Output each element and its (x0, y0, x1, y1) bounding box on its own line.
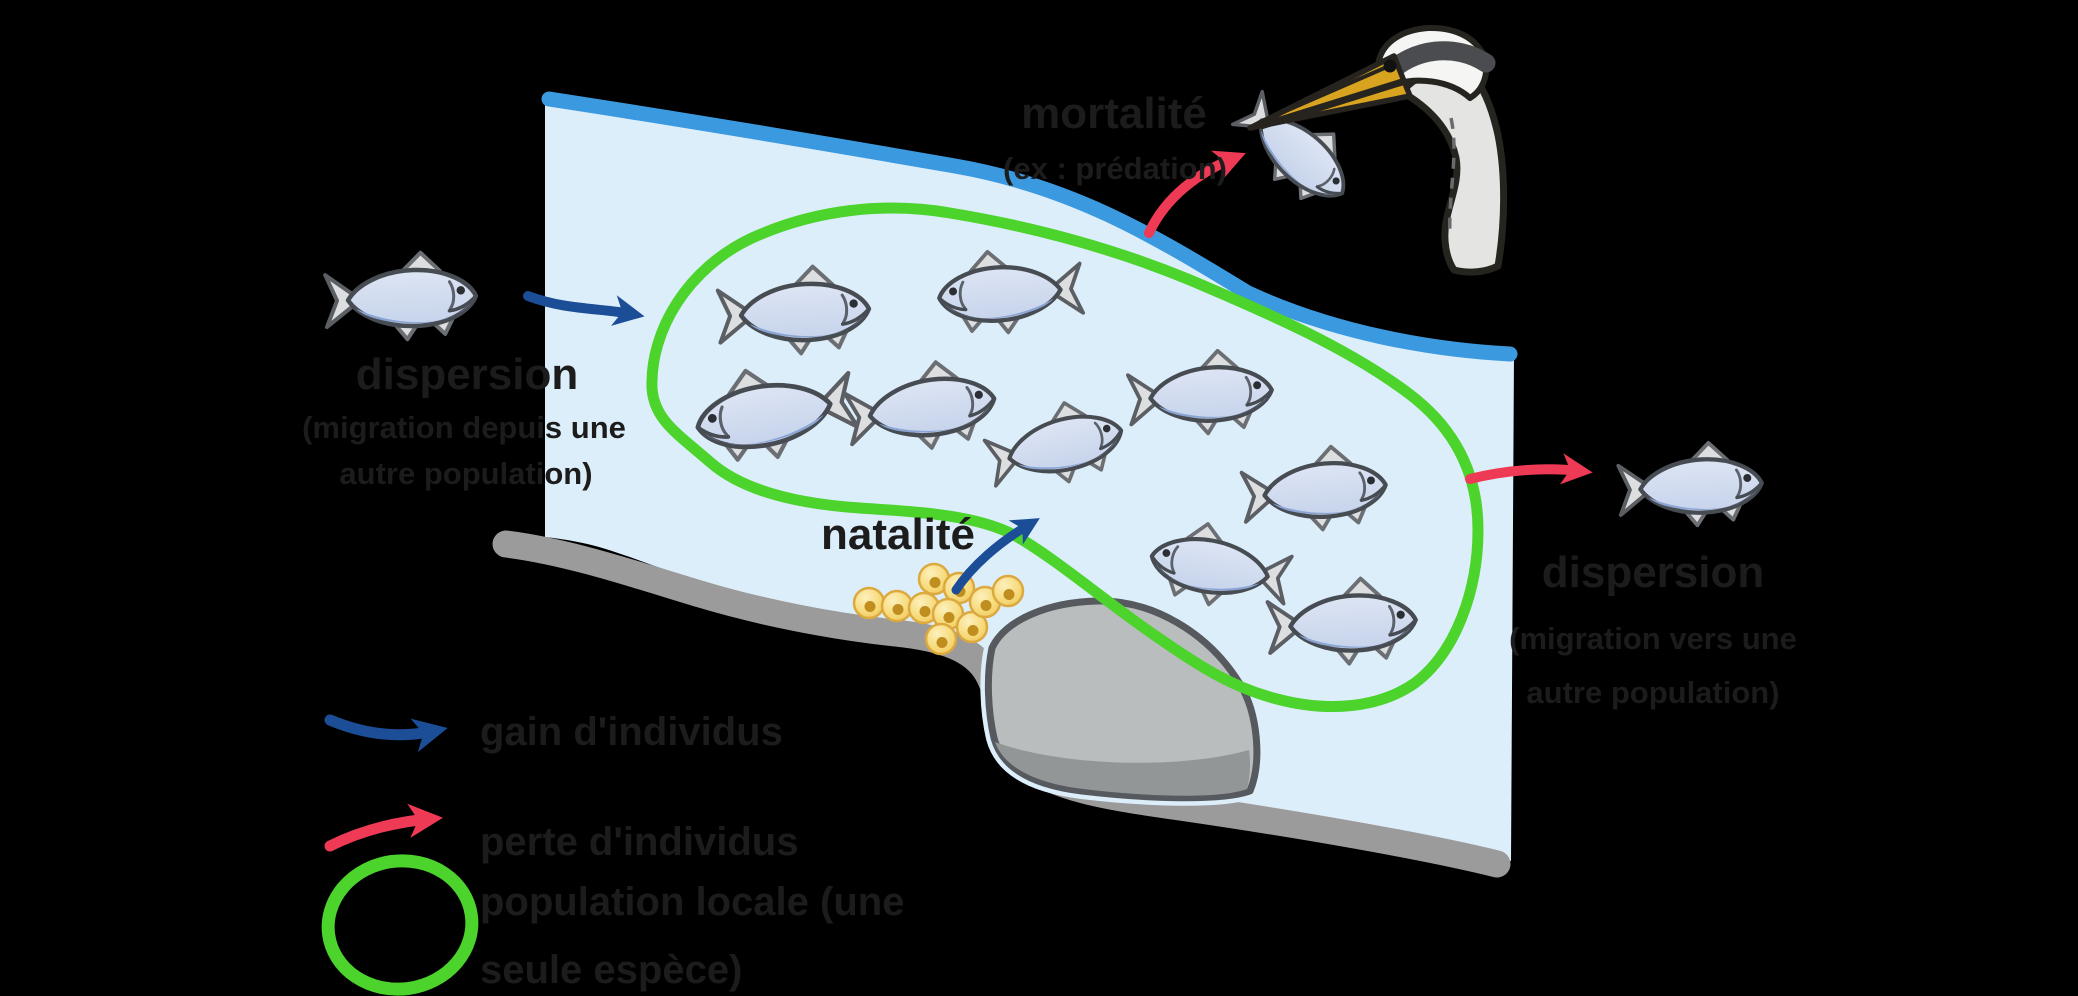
legend-population-label-2: seule espèce) (480, 948, 742, 992)
natality-arrow (951, 518, 1040, 595)
legend: gain d'individus perte d'individus popul… (321, 710, 904, 996)
heron-icon (1222, 24, 1508, 276)
dispersion-in-subtitle-1: (migration depuis une (302, 410, 626, 445)
rock (980, 592, 1265, 806)
immigrating-fish-icon (324, 251, 477, 342)
mortality-title: mortalité (1021, 89, 1207, 138)
dispersion-out-arrow (1465, 453, 1593, 485)
legend-gain-arrow-icon (324, 714, 448, 753)
legend-gain-label: gain d'individus (480, 710, 783, 754)
mortality-arrow (1144, 150, 1246, 238)
legend-population-circle-icon (321, 854, 479, 996)
natality-title: natalité (821, 510, 975, 559)
emigrating-fish-icon (1617, 440, 1764, 529)
legend-loss-arrow-icon (324, 803, 443, 852)
population-boundary (646, 202, 1484, 712)
river-surface-line (541, 91, 1518, 362)
dispersion-in-arrow (523, 291, 645, 326)
dispersion-out-subtitle-2: autre population) (1526, 675, 1779, 710)
legend-loss-label: perte d'individus (480, 820, 798, 864)
mortality-subtitle: (ex : prédation) (1003, 151, 1227, 186)
dispersion-out-title: dispersion (1542, 548, 1765, 597)
legend-population-label-1: population locale (une (480, 880, 904, 924)
dispersion-out-subtitle-1: (migration vers une (1509, 621, 1797, 656)
dispersion-in-subtitle-2: autre population) (339, 456, 592, 491)
dispersion-in-title: dispersion (356, 350, 579, 399)
